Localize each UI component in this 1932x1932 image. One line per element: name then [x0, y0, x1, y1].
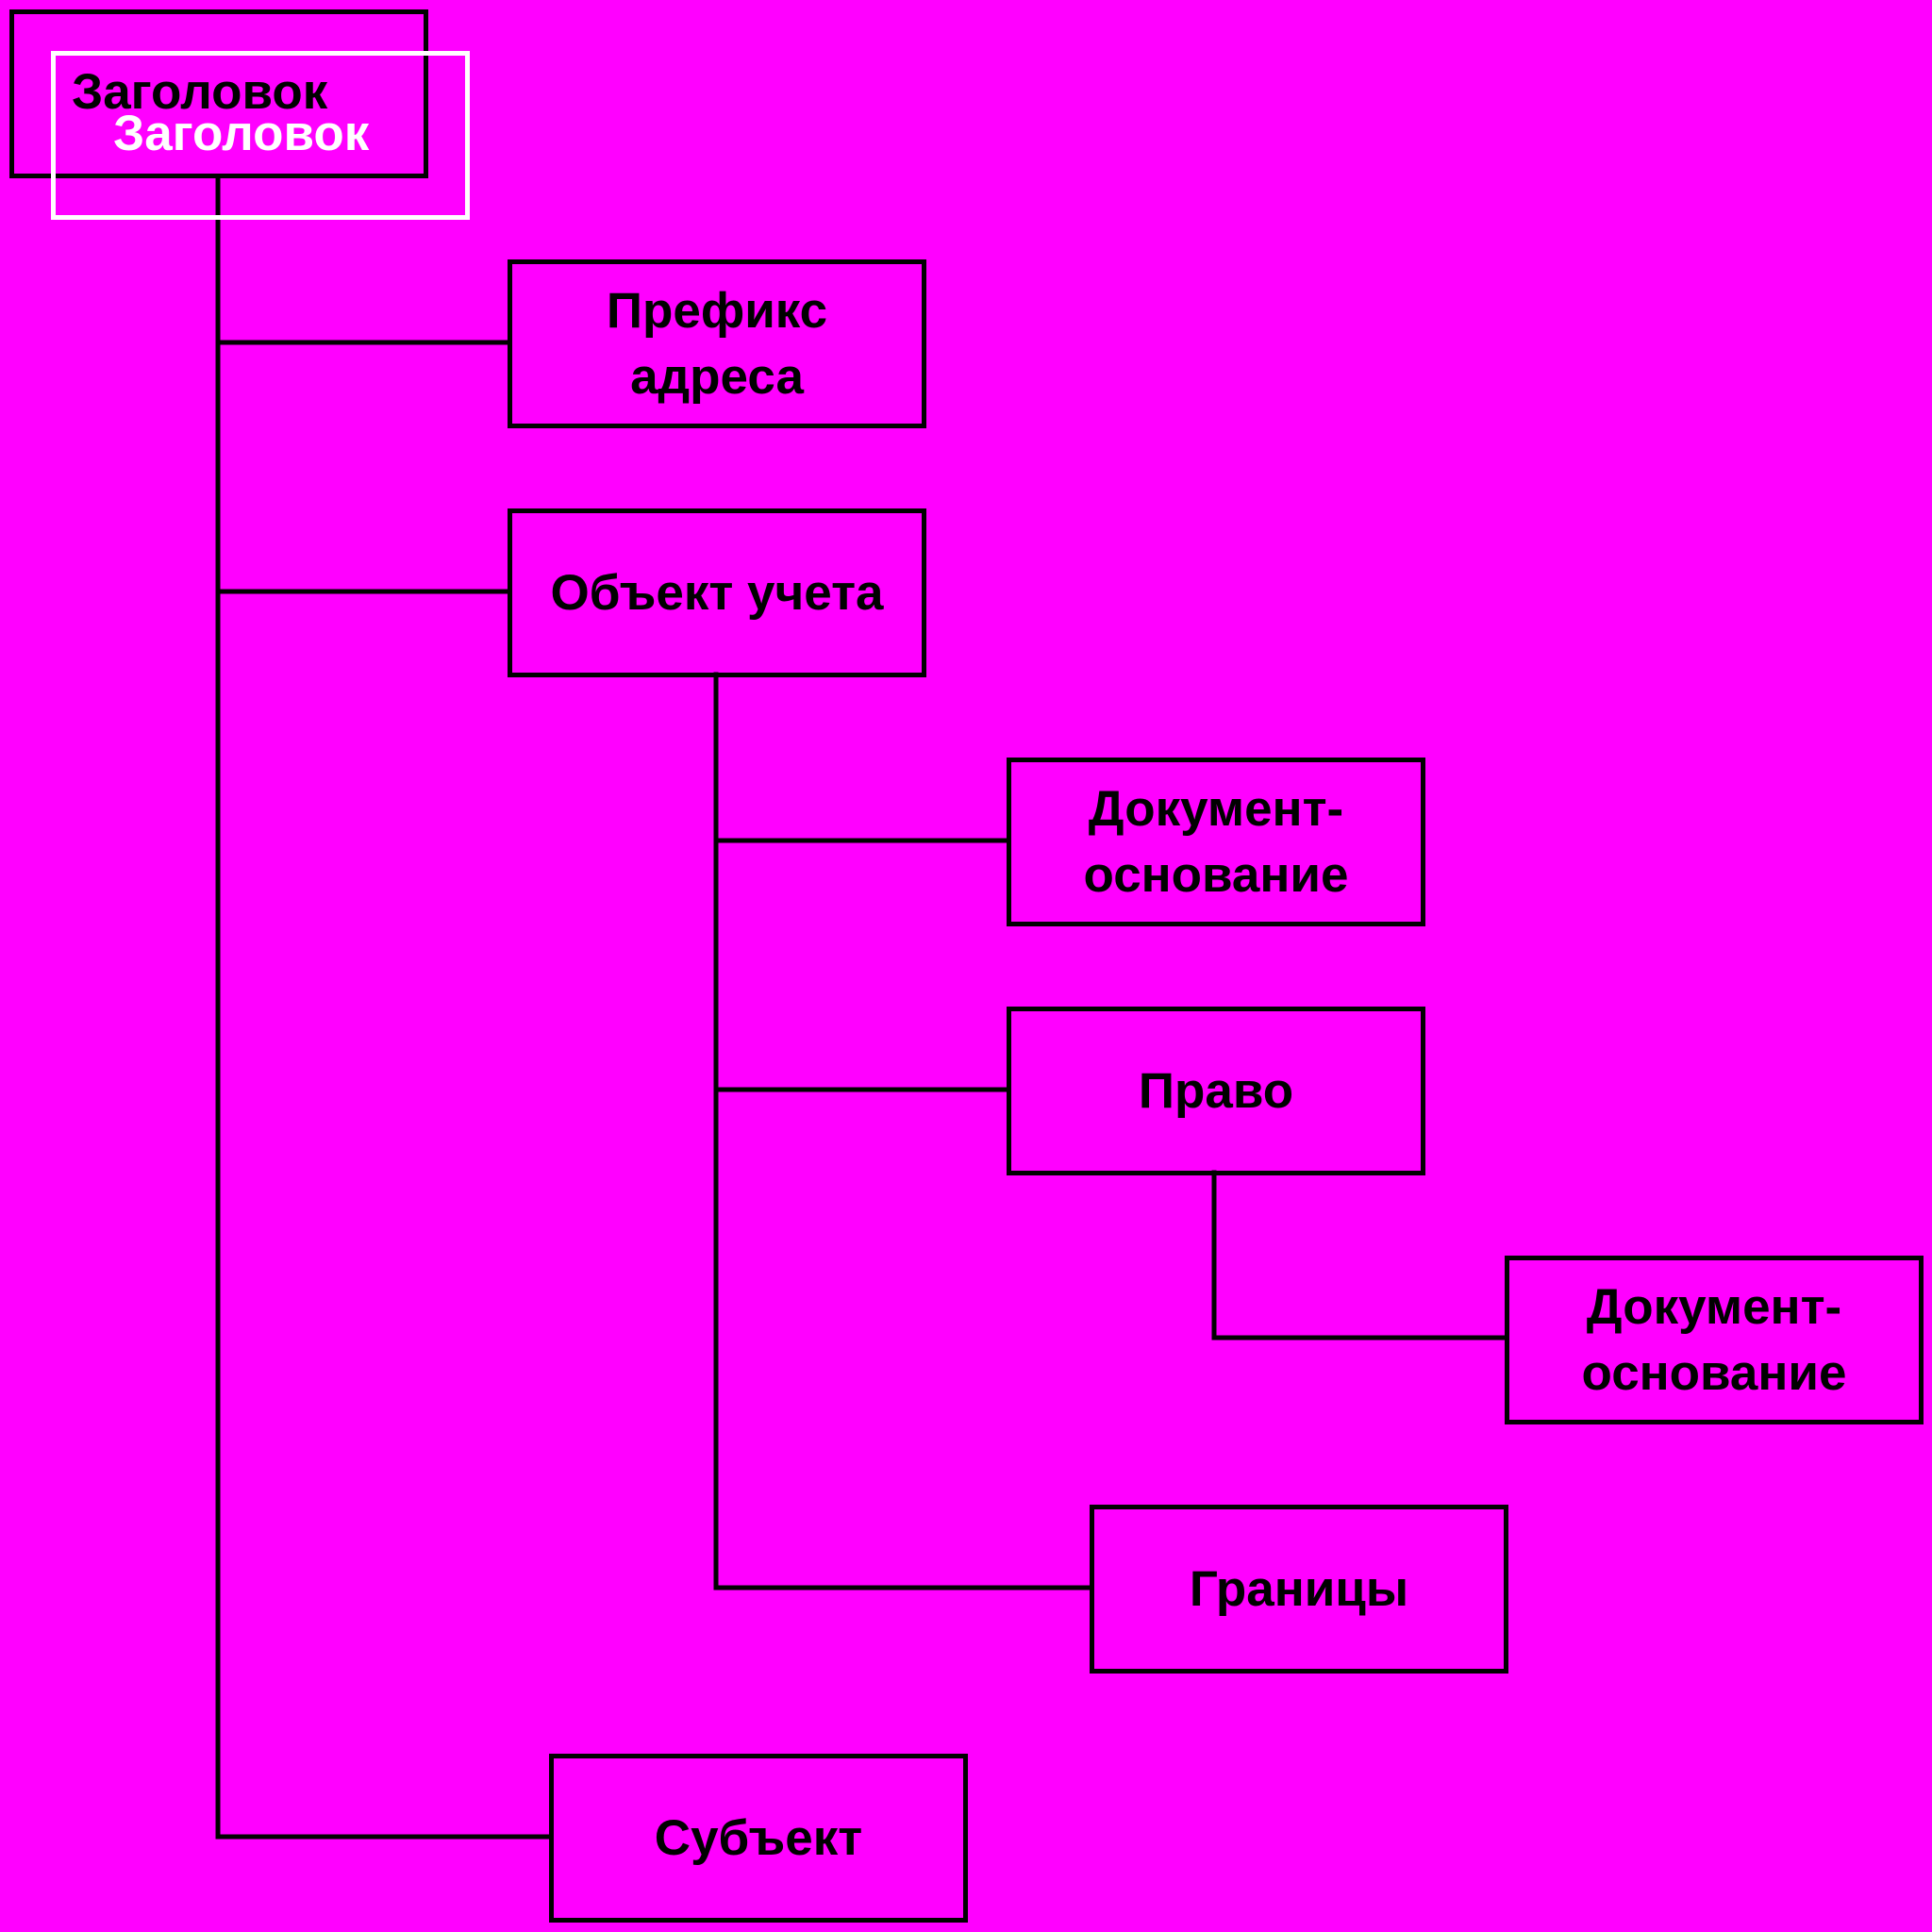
header-placeholder-frame: [51, 51, 470, 220]
node-basis-doc-1: Документ- основание: [1007, 758, 1425, 926]
node-object: Объект учета: [508, 508, 926, 677]
node-basis-doc-2: Документ- основание: [1505, 1256, 1924, 1424]
header-box: [9, 9, 428, 178]
node-subject: Субъект: [549, 1754, 968, 1923]
header-placeholder-label: Заголовок: [113, 106, 370, 161]
header-label: Заголовок: [72, 64, 328, 120]
node-prefix: Префикс адреса: [508, 259, 926, 428]
node-borders: Границы: [1090, 1505, 1508, 1674]
node-right: Право: [1007, 1007, 1425, 1175]
